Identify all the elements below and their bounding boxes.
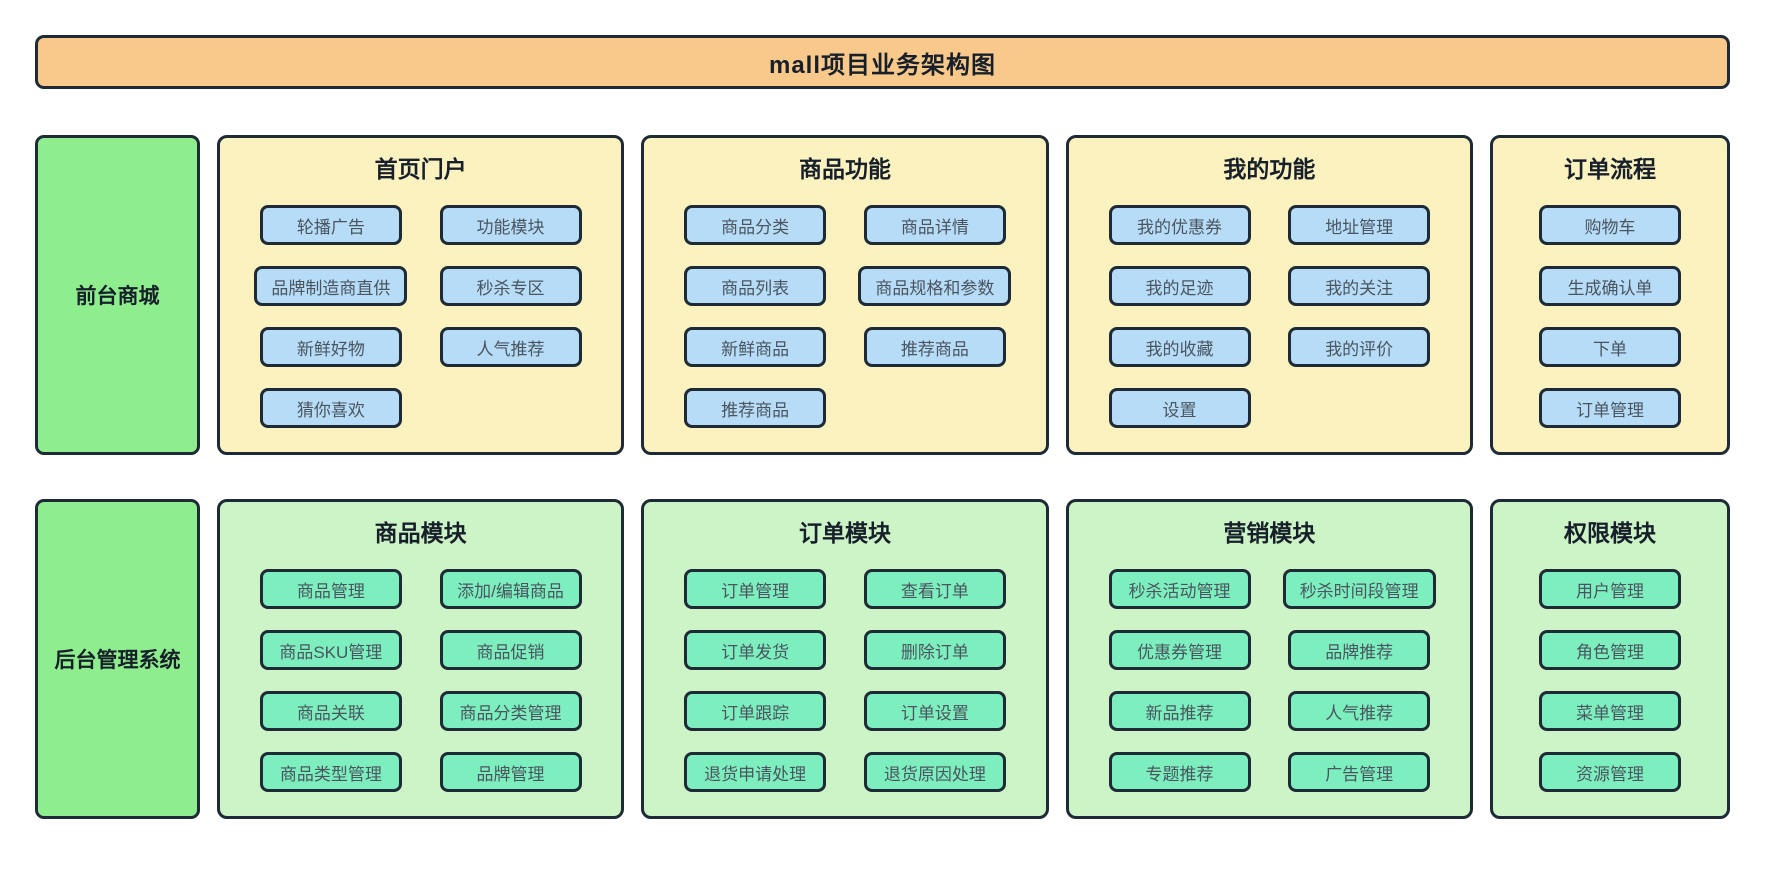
- node-product-module-2: 商品SKU管理: [259, 630, 402, 670]
- node-home-portal-3: 秒杀专区: [439, 266, 582, 306]
- nodes-order-flow: 购物车生成确认单下单订单管理: [1519, 205, 1701, 428]
- nodes-home-portal: 轮播广告功能模块品牌制造商直供秒杀专区新鲜好物人气推荐猜你喜欢: [246, 205, 595, 428]
- node-product-features-5: 推荐商品: [863, 327, 1006, 367]
- node-home-portal-5: 人气推荐: [439, 327, 582, 367]
- node-order-flow-2: 下单: [1539, 327, 1681, 367]
- nodes-product-module: 商品管理添加/编辑商品商品SKU管理商品促销商品关联商品分类管理商品类型管理品牌…: [246, 569, 595, 792]
- node-product-module-3: 商品促销: [439, 630, 582, 670]
- row-label-backend-admin: 后台管理系统: [35, 499, 200, 819]
- node-my-features-5: 我的评价: [1288, 327, 1431, 367]
- node-my-features-1: 地址管理: [1288, 205, 1431, 245]
- node-my-features-2: 我的足迹: [1108, 266, 1251, 306]
- row-backend-admin: 后台管理系统商品模块商品管理添加/编辑商品商品SKU管理商品促销商品关联商品分类…: [35, 499, 1730, 819]
- section-product-features: 商品功能商品分类商品详情商品列表商品规格和参数新鲜商品推荐商品推荐商品: [641, 135, 1049, 455]
- node-product-features-6: 推荐商品: [684, 388, 827, 428]
- node-marketing-module-3: 品牌推荐: [1288, 630, 1431, 670]
- node-product-features-3: 商品规格和参数: [858, 266, 1012, 306]
- section-marketing-module: 营销模块秒杀活动管理秒杀时间段管理优惠券管理品牌推荐新品推荐人气推荐专题推荐广告…: [1065, 499, 1474, 819]
- node-order-flow-3: 订单管理: [1539, 388, 1681, 428]
- diagram-title: mall项目业务架构图: [35, 35, 1730, 89]
- node-product-module-7: 品牌管理: [439, 752, 582, 792]
- node-home-portal-2: 品牌制造商直供: [254, 266, 408, 306]
- diagram-rows: 前台商城首页门户轮播广告功能模块品牌制造商直供秒杀专区新鲜好物人气推荐猜你喜欢商…: [35, 135, 1730, 819]
- node-marketing-module-1: 秒杀时间段管理: [1282, 569, 1436, 609]
- node-marketing-module-6: 专题推荐: [1108, 752, 1251, 792]
- node-product-module-4: 商品关联: [259, 691, 402, 731]
- node-permission-module-3: 资源管理: [1539, 752, 1681, 792]
- node-marketing-module-4: 新品推荐: [1108, 691, 1251, 731]
- node-product-module-6: 商品类型管理: [259, 752, 402, 792]
- node-order-flow-0: 购物车: [1539, 205, 1681, 245]
- node-product-features-2: 商品列表: [684, 266, 827, 306]
- nodes-product-features: 商品分类商品详情商品列表商品规格和参数新鲜商品推荐商品推荐商品: [670, 205, 1019, 428]
- section-title-marketing-module: 营销模块: [1223, 520, 1316, 546]
- node-product-features-1: 商品详情: [863, 205, 1006, 245]
- section-title-permission-module: 权限模块: [1564, 520, 1656, 546]
- node-order-module-0: 订单管理: [684, 569, 827, 609]
- nodes-my-features: 我的优惠券地址管理我的足迹我的关注我的收藏我的评价设置: [1095, 205, 1444, 428]
- node-order-flow-1: 生成确认单: [1539, 266, 1681, 306]
- section-permission-module: 权限模块用户管理角色管理菜单管理资源管理: [1490, 499, 1730, 819]
- section-title-order-flow: 订单流程: [1564, 156, 1656, 182]
- section-title-home-portal: 首页门户: [374, 156, 467, 182]
- section-product-module: 商品模块商品管理添加/编辑商品商品SKU管理商品促销商品关联商品分类管理商品类型…: [217, 499, 625, 819]
- node-home-portal-1: 功能模块: [439, 205, 582, 245]
- node-my-features-4: 我的收藏: [1108, 327, 1251, 367]
- node-order-module-5: 订单设置: [863, 691, 1006, 731]
- node-product-features-0: 商品分类: [684, 205, 827, 245]
- section-order-module: 订单模块订单管理查看订单订单发货删除订单订单跟踪订单设置退货申请处理退货原因处理: [641, 499, 1049, 819]
- node-home-portal-6: 猜你喜欢: [259, 388, 402, 428]
- nodes-order-module: 订单管理查看订单订单发货删除订单订单跟踪订单设置退货申请处理退货原因处理: [670, 569, 1019, 792]
- node-marketing-module-0: 秒杀活动管理: [1108, 569, 1251, 609]
- node-home-portal-0: 轮播广告: [259, 205, 402, 245]
- node-home-portal-4: 新鲜好物: [259, 327, 402, 367]
- node-product-module-0: 商品管理: [259, 569, 402, 609]
- section-order-flow: 订单流程购物车生成确认单下单订单管理: [1490, 135, 1730, 455]
- row-frontend-mall: 前台商城首页门户轮播广告功能模块品牌制造商直供秒杀专区新鲜好物人气推荐猜你喜欢商…: [35, 135, 1730, 455]
- node-my-features-6: 设置: [1108, 388, 1251, 428]
- node-my-features-0: 我的优惠券: [1108, 205, 1251, 245]
- section-title-product-features: 商品功能: [799, 156, 892, 182]
- node-permission-module-0: 用户管理: [1539, 569, 1681, 609]
- node-product-module-1: 添加/编辑商品: [439, 569, 582, 609]
- node-marketing-module-7: 广告管理: [1288, 752, 1431, 792]
- node-order-module-1: 查看订单: [863, 569, 1006, 609]
- node-order-module-3: 删除订单: [863, 630, 1006, 670]
- node-order-module-2: 订单发货: [684, 630, 827, 670]
- node-order-module-4: 订单跟踪: [684, 691, 827, 731]
- section-title-order-module: 订单模块: [799, 520, 892, 546]
- section-title-product-module: 商品模块: [374, 520, 467, 546]
- node-my-features-3: 我的关注: [1288, 266, 1431, 306]
- section-home-portal: 首页门户轮播广告功能模块品牌制造商直供秒杀专区新鲜好物人气推荐猜你喜欢: [217, 135, 625, 455]
- node-permission-module-1: 角色管理: [1539, 630, 1681, 670]
- node-order-module-6: 退货申请处理: [684, 752, 827, 792]
- node-product-module-5: 商品分类管理: [439, 691, 582, 731]
- node-order-module-7: 退货原因处理: [863, 752, 1006, 792]
- section-title-my-features: 我的功能: [1223, 156, 1316, 182]
- row-label-frontend-mall: 前台商城: [35, 135, 200, 455]
- nodes-permission-module: 用户管理角色管理菜单管理资源管理: [1519, 569, 1701, 792]
- section-my-features: 我的功能我的优惠券地址管理我的足迹我的关注我的收藏我的评价设置: [1065, 135, 1474, 455]
- node-permission-module-2: 菜单管理: [1539, 691, 1681, 731]
- node-marketing-module-2: 优惠券管理: [1108, 630, 1251, 670]
- node-marketing-module-5: 人气推荐: [1288, 691, 1431, 731]
- node-product-features-4: 新鲜商品: [684, 327, 827, 367]
- nodes-marketing-module: 秒杀活动管理秒杀时间段管理优惠券管理品牌推荐新品推荐人气推荐专题推荐广告管理: [1095, 569, 1444, 792]
